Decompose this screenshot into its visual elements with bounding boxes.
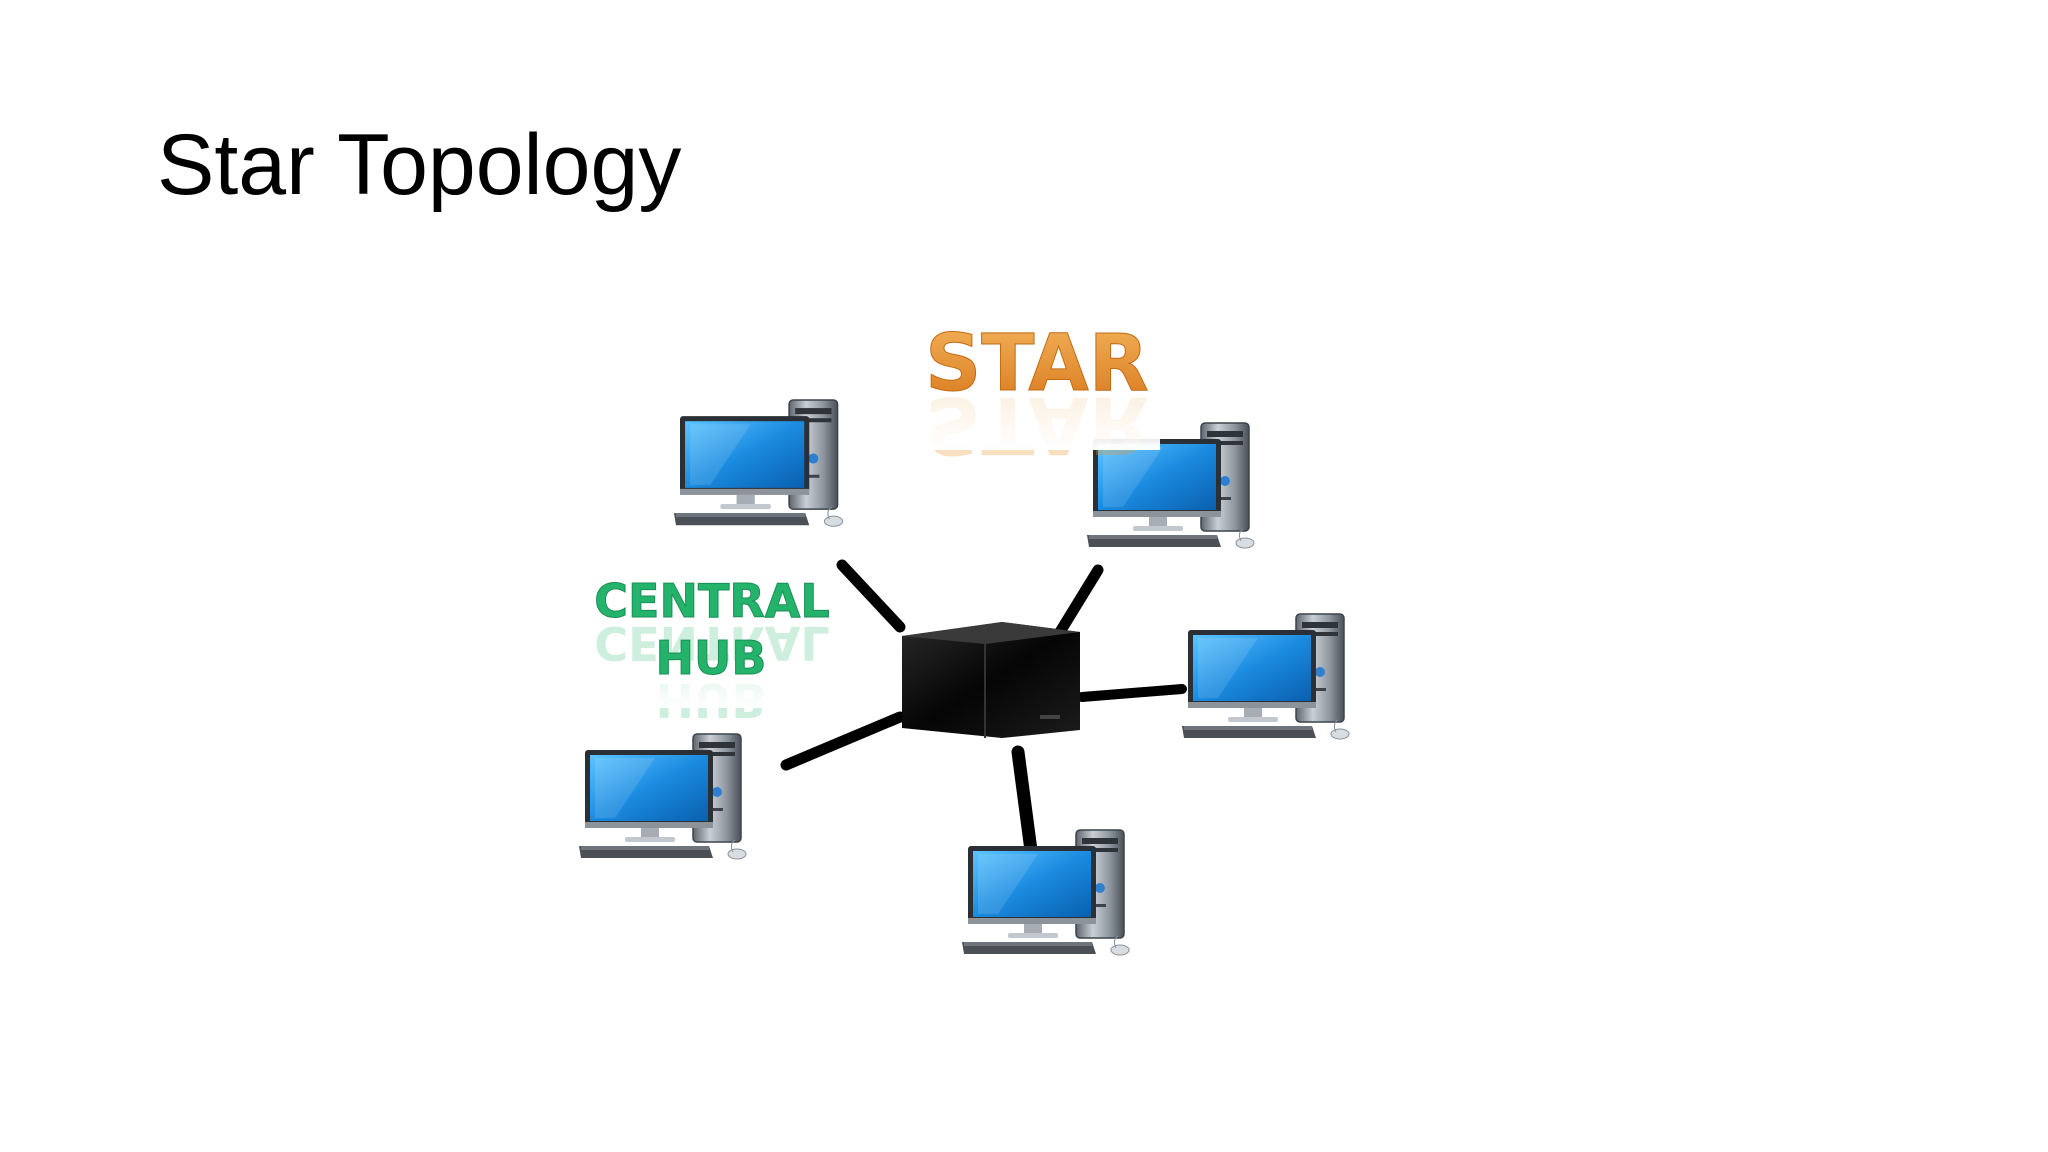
desktop-computer-icon — [1181, 613, 1350, 740]
central-hub-label-line1: CENTRAL — [594, 574, 829, 628]
desktop-computer-icon — [961, 829, 1130, 956]
network-hub-icon — [902, 622, 1080, 738]
desktop-computer-icon — [673, 399, 844, 528]
desktop-computer-icon — [578, 733, 747, 860]
star-label-text: STAR — [925, 319, 1149, 409]
central-hub-label-line2: HUB — [656, 631, 767, 685]
central-hub-label: CENTRAL CENTRAL HUB HUB — [594, 574, 830, 728]
slide-title: Star Topology — [157, 117, 682, 213]
cable-top-left — [836, 559, 906, 633]
central-hub-label-line1-reflection: CENTRAL — [594, 616, 829, 670]
star-label: STAR STAR — [920, 319, 1160, 469]
cable-bottom — [1011, 745, 1039, 865]
cable-right — [1077, 684, 1187, 702]
cable-bottom-left — [780, 711, 906, 771]
